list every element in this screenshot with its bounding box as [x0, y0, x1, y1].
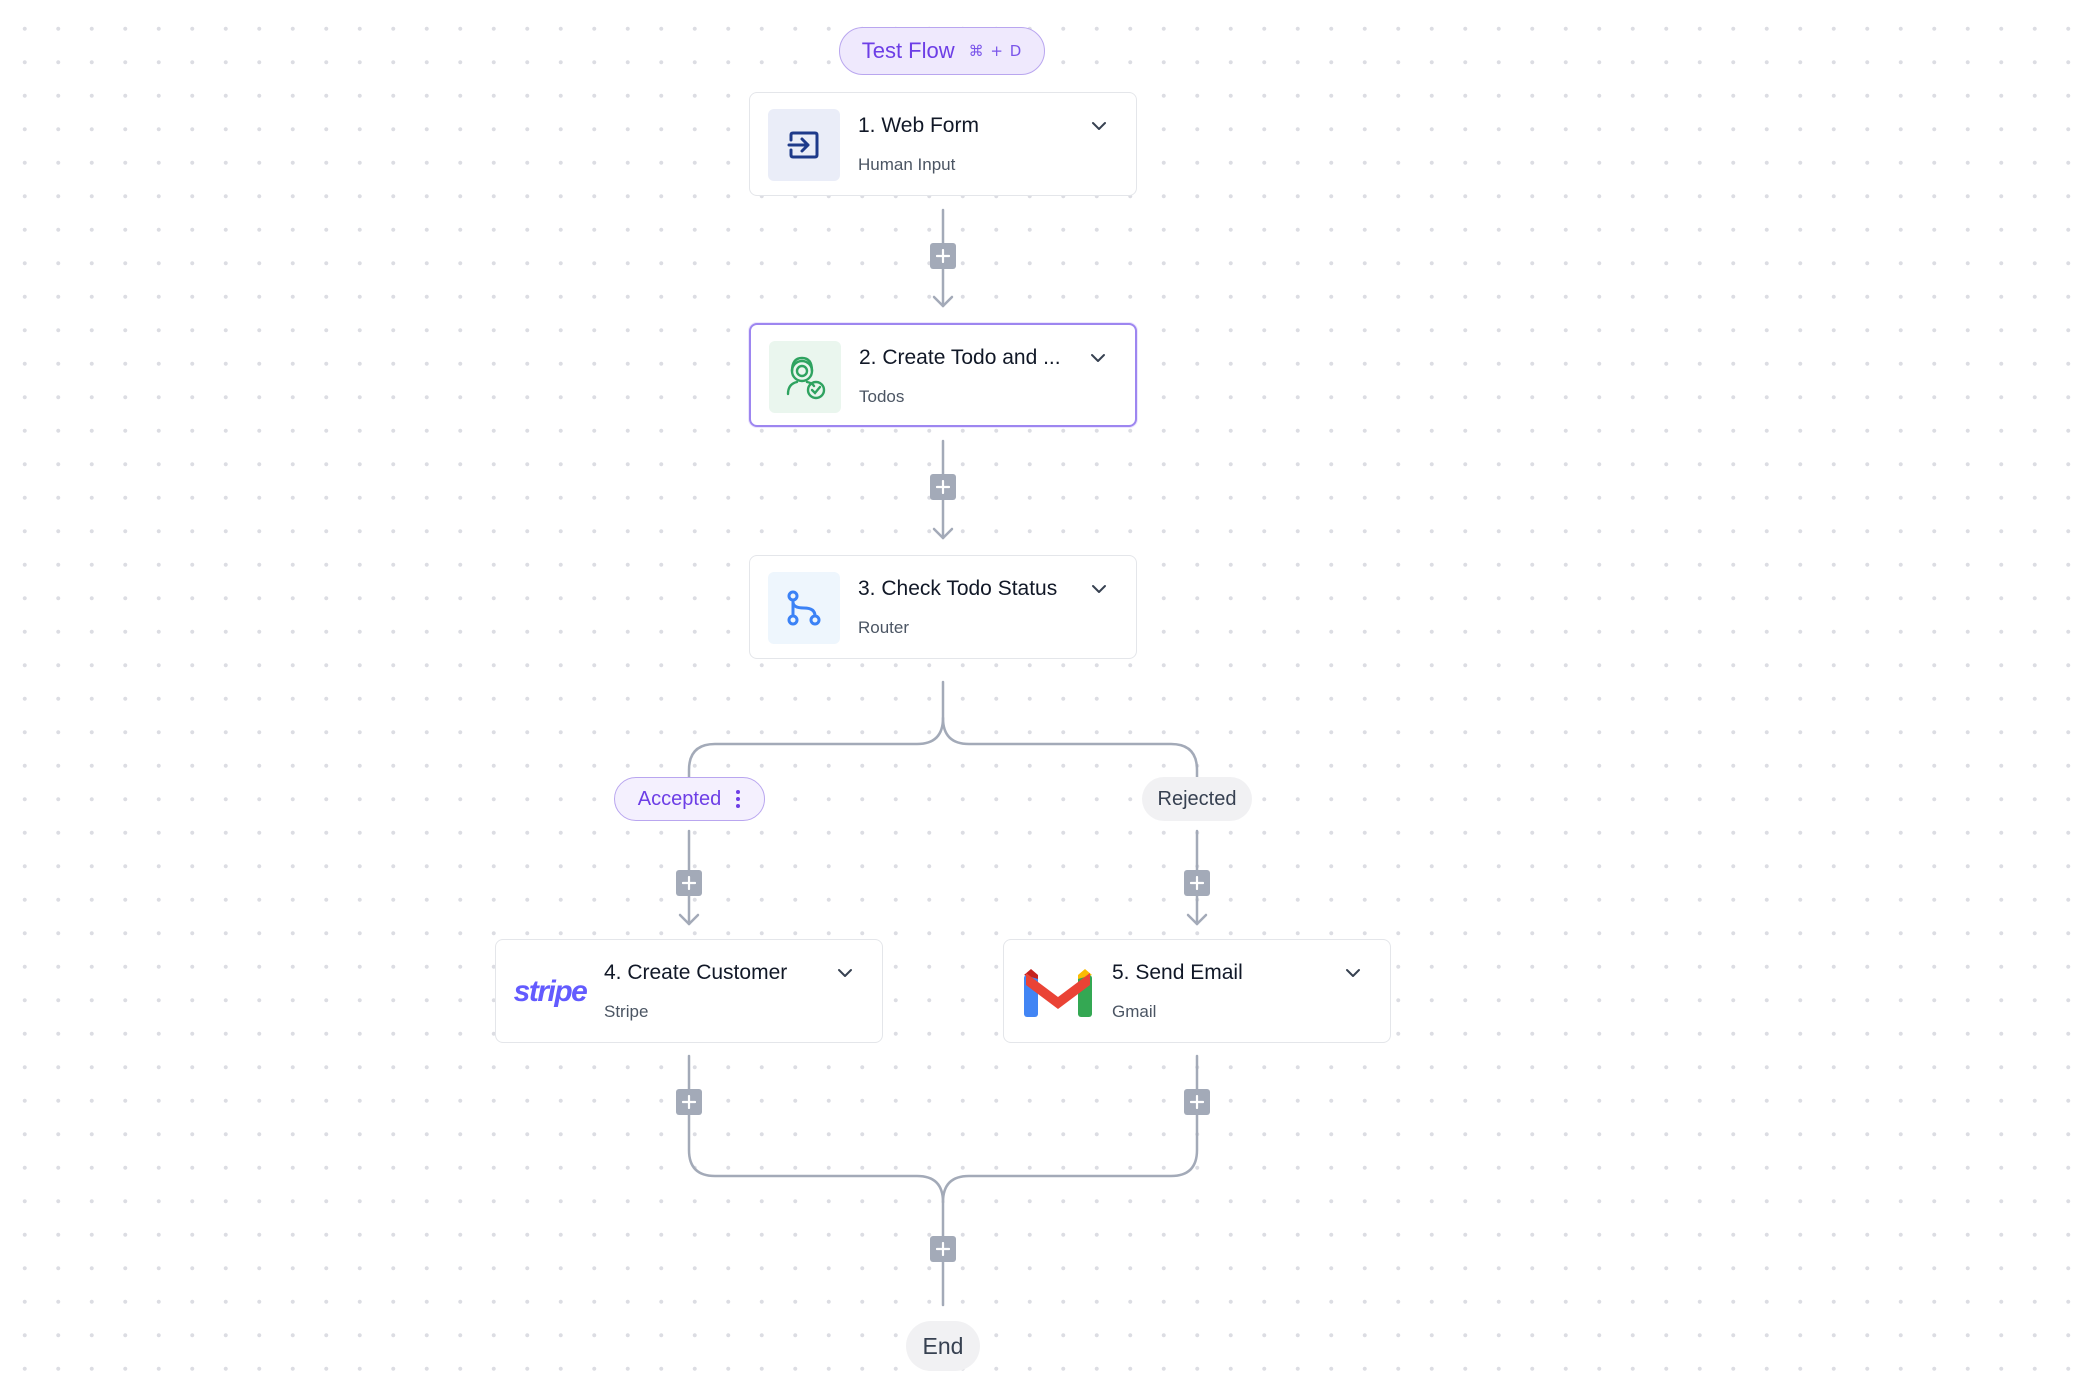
add-step-button[interactable]	[930, 474, 956, 500]
more-options-icon[interactable]	[735, 789, 741, 809]
step-subtitle: Gmail	[1112, 1002, 1157, 1021]
step-web-form[interactable]: 1. Web Form Human Input	[749, 92, 1137, 196]
chevron-down-icon[interactable]	[1344, 964, 1362, 982]
todos-icon	[769, 341, 841, 413]
plus-icon	[936, 249, 950, 263]
plus-icon	[936, 1242, 950, 1256]
chevron-down-icon[interactable]	[1090, 580, 1108, 598]
add-step-button[interactable]	[930, 243, 956, 269]
branch-accepted-label: Accepted	[637, 787, 722, 810]
add-step-button[interactable]	[676, 870, 702, 896]
step-title: 5. Send Email	[1112, 961, 1243, 984]
arrow-head-3	[932, 527, 954, 540]
stripe-logo-text: stripe	[513, 975, 588, 1008]
branch-rejected[interactable]: Rejected	[1142, 777, 1252, 821]
step-title: 2. Create Todo and ...	[859, 346, 1061, 369]
step-send-email[interactable]: 5. Send Email Gmail	[1003, 939, 1391, 1043]
add-step-button[interactable]	[930, 1236, 956, 1262]
arrow-head-2	[932, 295, 954, 308]
step-title: 1. Web Form	[858, 114, 979, 137]
step-subtitle: Stripe	[604, 1002, 649, 1021]
add-step-button[interactable]	[1184, 870, 1210, 896]
step-title: 3. Check Todo Status	[858, 577, 1058, 600]
test-flow-button[interactable]: Test Flow ⌘ + D	[839, 27, 1045, 75]
chevron-down-icon[interactable]	[1090, 117, 1108, 135]
plus-icon	[682, 1095, 696, 1109]
plus-icon	[682, 876, 696, 890]
merge-line-left	[687, 1054, 945, 1204]
test-flow-shortcut: ⌘ + D	[968, 42, 1023, 60]
add-step-button[interactable]	[676, 1089, 702, 1115]
step-check-todo-status[interactable]: 3. Check Todo Status Router	[749, 555, 1137, 659]
plus-icon	[1190, 876, 1204, 890]
step-create-todo[interactable]: 2. Create Todo and ... Todos	[749, 323, 1137, 427]
add-step-button[interactable]	[1184, 1089, 1210, 1115]
end-node: End	[906, 1321, 980, 1371]
test-flow-label: Test Flow	[861, 38, 955, 63]
stripe-logo: stripe	[513, 956, 588, 1028]
gmail-logo	[1022, 956, 1094, 1028]
plus-icon	[936, 480, 950, 494]
branch-rejected-label: Rejected	[1157, 787, 1237, 810]
branch-accepted[interactable]: Accepted	[614, 777, 765, 821]
end-label: End	[922, 1332, 964, 1359]
step-create-customer[interactable]: stripe 4. Create Customer Stripe	[495, 939, 883, 1043]
plus-icon	[1190, 1095, 1204, 1109]
router-icon	[768, 572, 840, 644]
chevron-down-icon[interactable]	[836, 964, 854, 982]
arrow-head-5	[1186, 913, 1208, 926]
chevron-down-icon[interactable]	[1089, 349, 1107, 367]
merge-line-right	[941, 1054, 1199, 1204]
step-subtitle: Router	[858, 618, 910, 637]
branch-line-accepted	[687, 680, 945, 780]
step-subtitle: Todos	[859, 387, 905, 406]
branch-line-rejected	[941, 716, 1199, 780]
arrow-head-4	[678, 913, 700, 926]
step-subtitle: Human Input	[858, 155, 956, 174]
web-form-icon	[768, 109, 840, 181]
step-title: 4. Create Customer	[604, 961, 788, 984]
